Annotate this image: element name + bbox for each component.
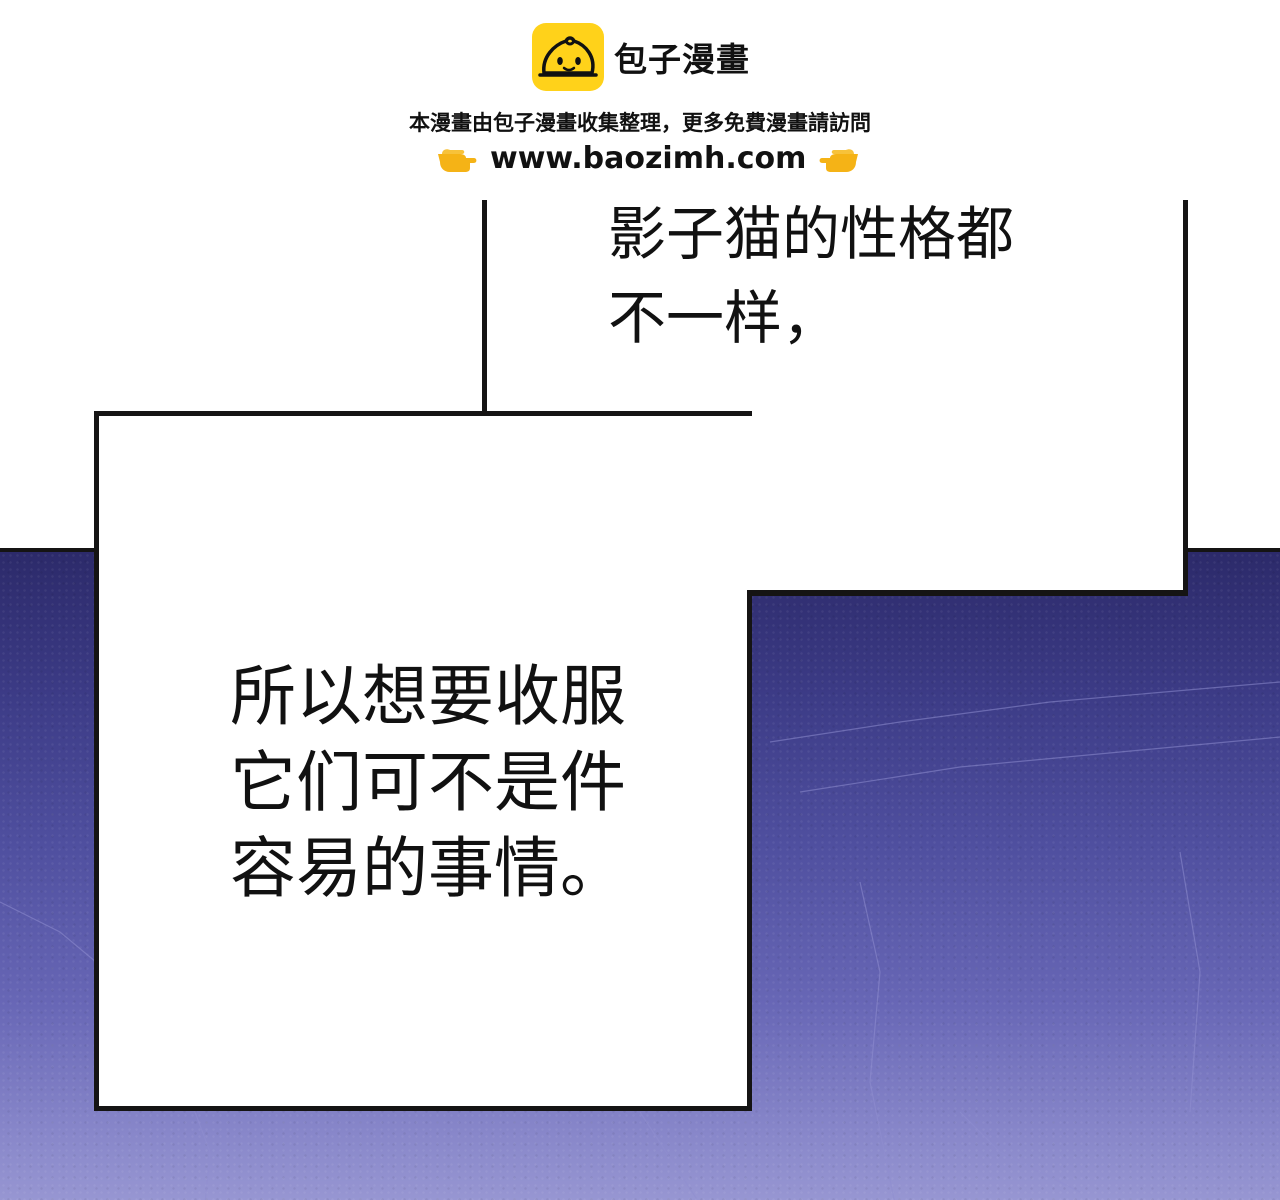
speech-bubble-join (99, 416, 1183, 590)
pointing-hand-icon (436, 142, 478, 174)
bubble-outline-segment (94, 411, 487, 416)
site-url-link[interactable]: www.baozimh.com (490, 140, 807, 176)
pointing-hand-icon (818, 142, 860, 174)
bubble-outline-segment (747, 590, 1188, 595)
dialogue-text-main: 所以想要收服 它们可不是件 容易的事情。 (230, 654, 626, 912)
site-url-row[interactable]: www.baozimh.com (436, 138, 860, 178)
brand-logo[interactable]: 包子漫畫 (532, 22, 750, 92)
dialogue-line: 所以想要收服 (230, 658, 626, 735)
dialogue-line: 它们可不是件 (230, 744, 626, 821)
site-watermark: 包子漫畫 本漫畫由包子漫畫收集整理，更多免費漫畫請訪問 www.baozimh.… (0, 0, 1280, 200)
brand-name: 包子漫畫 (614, 40, 750, 79)
dialogue-line: 影子猫的性格都 (608, 200, 1015, 268)
dialogue-line: 不一样， (608, 284, 841, 352)
dialogue-line: 容易的事情。 (230, 830, 626, 907)
watermark-notice: 本漫畫由包子漫畫收集整理，更多免費漫畫請訪問 (409, 111, 871, 135)
dialogue-text-top: 影子猫的性格都 不一样， (608, 192, 1014, 360)
bun-face-icon (532, 23, 604, 91)
